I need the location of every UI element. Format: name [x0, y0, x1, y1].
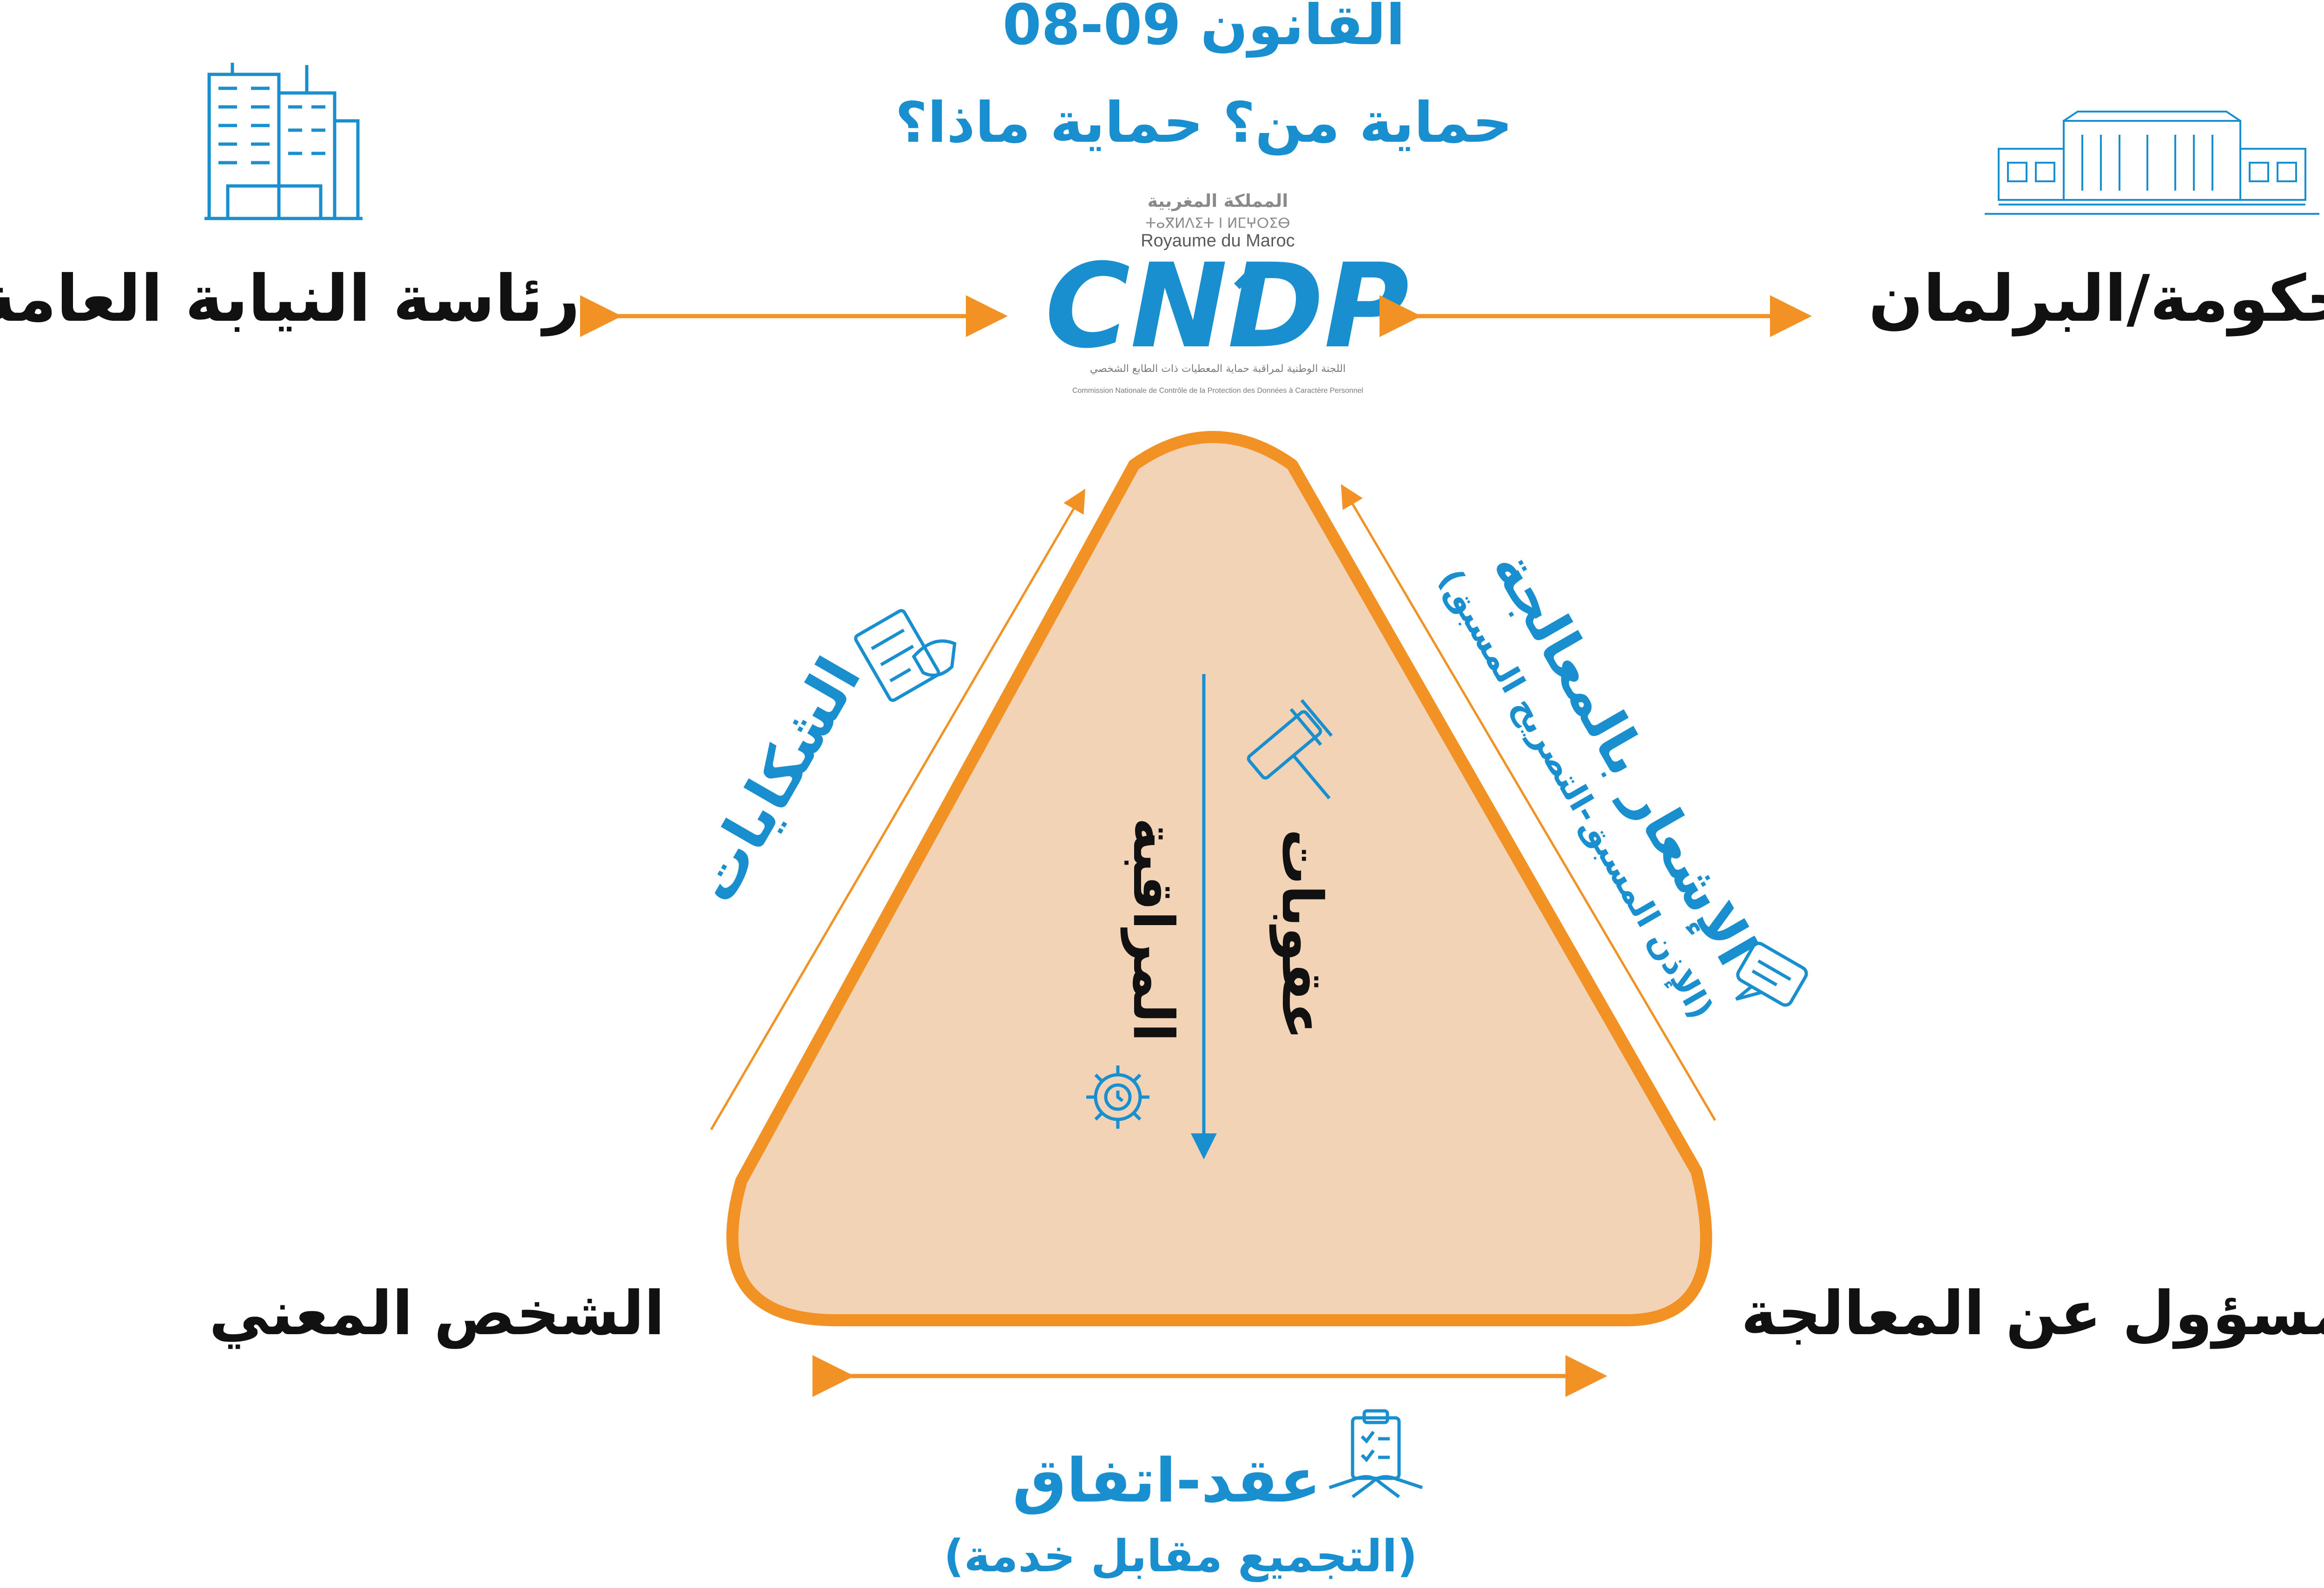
- center-sanctions: عقوبات: [1269, 829, 1334, 1040]
- chat-bubble-icon: [1735, 941, 1808, 1007]
- logo-kingdom-tifinagh: ⵜⴰⴳⵍⴷⵉⵜ ⵏ ⵍⵎⵖⵔⵉⴱ: [1145, 215, 1290, 232]
- handshake-clipboard-icon: [1328, 1409, 1423, 1498]
- gear-clock-icon: [1086, 1065, 1149, 1129]
- pen-icon: [1234, 265, 1258, 289]
- edge-contract: عقد-اتفاق: [1012, 1445, 1320, 1516]
- office-building-icon: [205, 63, 363, 220]
- edge-complaints: الشكايات: [679, 646, 875, 914]
- hand-document-icon: [854, 609, 957, 702]
- node-data-subject: الشخص المعني: [209, 1278, 665, 1349]
- parliament-building-icon: [1985, 111, 2319, 215]
- logo-commission-fr: Commission Nationale de Contrôle de la P…: [1072, 387, 1363, 395]
- node-prosecution: رئاسة النيابة العامة: [0, 261, 580, 337]
- logo-kingdom-ar: المملكة المغربية: [1148, 191, 1288, 211]
- law-title: القانون 09-08: [1003, 0, 1405, 58]
- gavel-icon: [1247, 699, 1333, 800]
- cndp-logo: المملكة المغربية ⵜⴰⴳⵍⴷⵉⵜ ⵏ ⵍⵎⵖⵔⵉⴱ Royaum…: [1045, 191, 1409, 395]
- edge-contract-sub: (التجميع مقابل خدمة): [944, 1531, 1418, 1582]
- logo-commission-ar: اللجنة الوطنية لمراقبة حماية المعطيات ذا…: [1090, 363, 1346, 375]
- central-triangle: [726, 431, 1712, 1326]
- node-government: الحكومة/البرلمان: [1868, 261, 2324, 337]
- node-controller: المسؤول عن المعالجة: [1741, 1278, 2324, 1349]
- logo-brand: CNDP: [1045, 238, 1409, 374]
- center-monitoring: المراقبة: [1121, 818, 1185, 1042]
- logo-kingdom-fr: Royaume du Maroc: [1141, 231, 1295, 251]
- arrow-notification: [1340, 484, 1717, 1121]
- protection-question: حماية من؟ حماية ماذا؟: [895, 91, 1513, 155]
- arrow-complaints: [710, 489, 1086, 1131]
